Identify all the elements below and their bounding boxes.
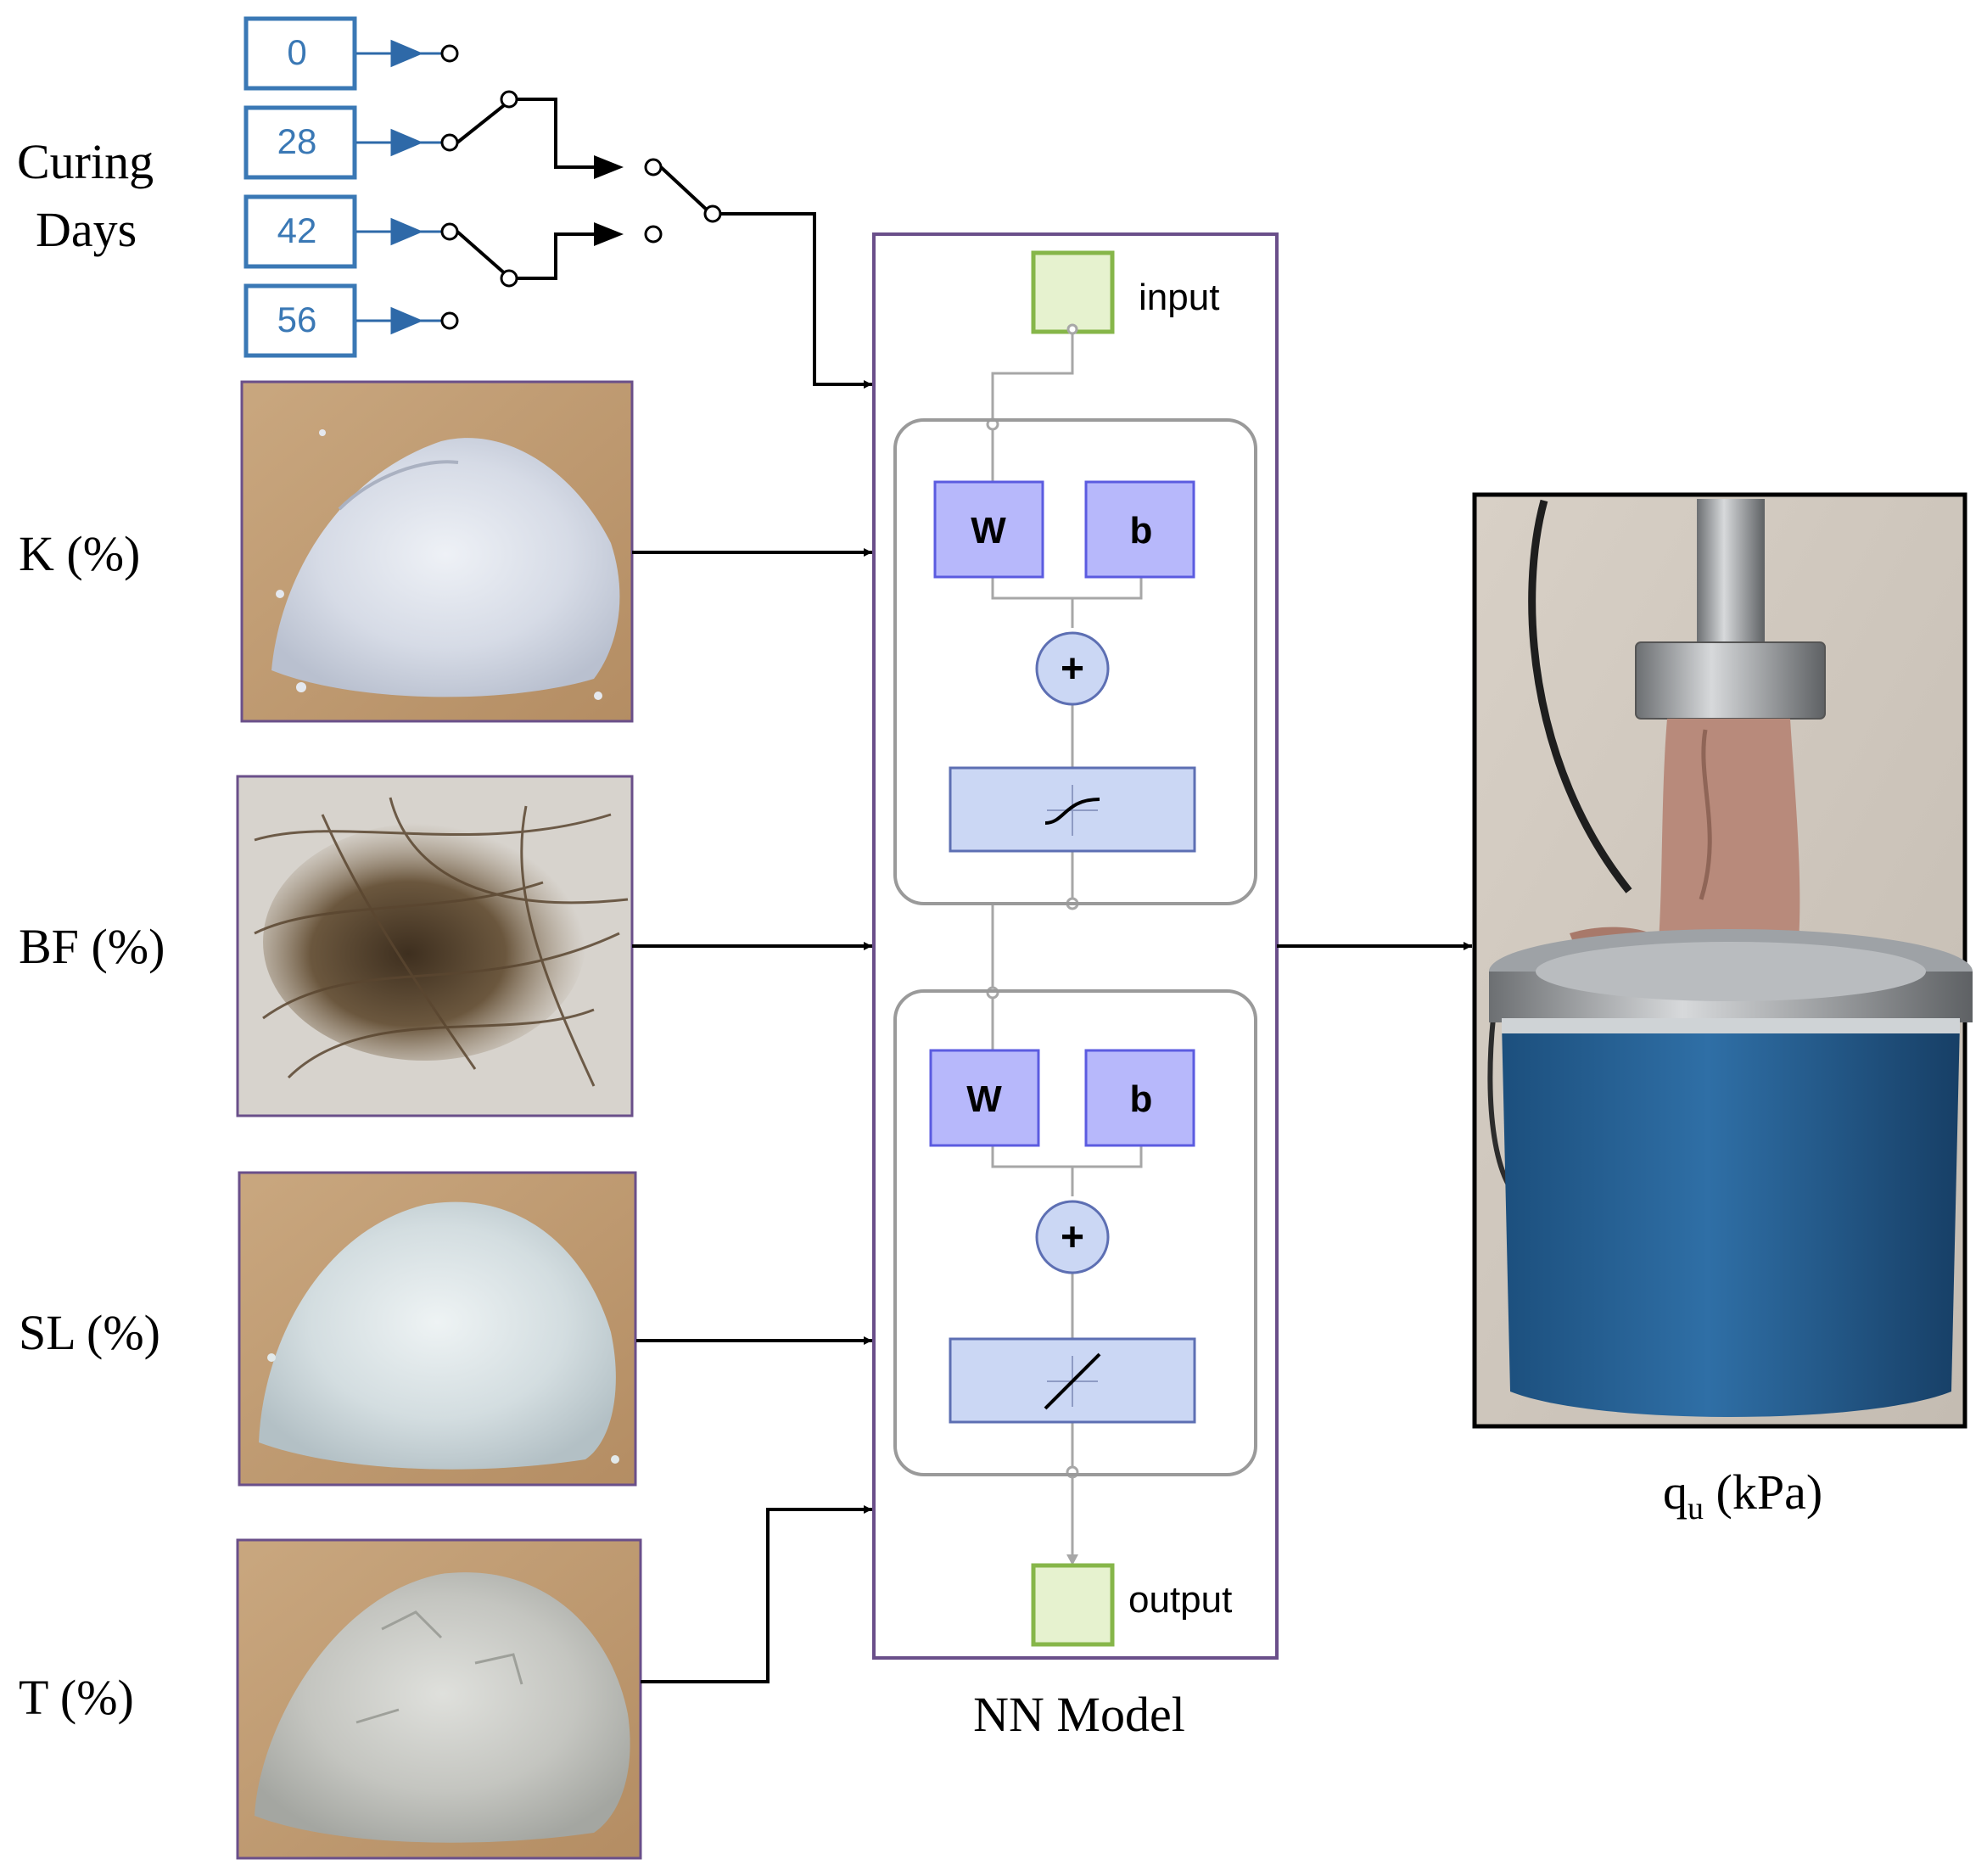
output-label-main: q	[1663, 1464, 1688, 1520]
svg-text:qu (kPa): qu (kPa)	[1663, 1464, 1822, 1526]
layer2-bias-label: b	[1130, 1078, 1153, 1120]
nn-layer-1: W b +	[893, 418, 1257, 905]
nn-output-block	[1031, 1563, 1115, 1647]
layer2-weight-label: W	[966, 1078, 1002, 1120]
constant-block-28: 28	[243, 105, 357, 180]
curing-days-label: Curing Days	[17, 134, 154, 257]
nn-model-caption: NN Model	[973, 1687, 1185, 1742]
label-bf: BF (%)	[19, 919, 165, 974]
output-label-unit: (kPa)	[1704, 1464, 1822, 1520]
output-label: qu (kPa)	[1663, 1464, 1822, 1526]
t-powder-image	[236, 1538, 642, 1860]
nn-frame	[872, 232, 1279, 1660]
nn-input-block	[1031, 250, 1115, 334]
bf-fiber-image	[236, 775, 634, 1117]
constant-value-28: 28	[277, 121, 317, 161]
layer1-sum-node	[1035, 631, 1110, 706]
constant-block-0: 0	[243, 16, 357, 91]
label-t: T (%)	[19, 1670, 134, 1725]
k-powder-image	[240, 380, 634, 723]
label-k: K (%)	[19, 526, 140, 581]
constant-block-42: 42	[243, 194, 357, 269]
input-arrows	[632, 548, 872, 1683]
constant-value-56: 56	[277, 300, 317, 339]
constant-block-56: 56	[243, 283, 357, 358]
ucs-test-image	[1472, 492, 1973, 1429]
input-labels: K (%) BF (%) SL (%) T (%)	[19, 526, 165, 1725]
layer1-weight-block	[933, 480, 1044, 579]
layer1-bias-block	[1084, 480, 1195, 579]
nn-input-label: input	[1139, 277, 1219, 318]
layer2-bias-block	[1084, 1049, 1195, 1147]
layer2-weight-block	[929, 1049, 1040, 1147]
layer1-sum-symbol: +	[1061, 647, 1084, 692]
nn-model: input W b	[872, 232, 1279, 1742]
constant-value-42: 42	[277, 210, 317, 250]
label-sl: SL (%)	[19, 1305, 160, 1360]
curing-label-line2: Days	[36, 202, 137, 257]
constant-blocks: 0 28 42 56	[243, 16, 357, 358]
nn-layer-2: W b +	[893, 989, 1257, 1476]
nn-output-label: output	[1128, 1579, 1232, 1621]
manual-switches	[456, 90, 840, 386]
layer2-sum-node	[1035, 1200, 1110, 1274]
layer1-bias-label: b	[1130, 510, 1153, 552]
output-label-sub: u	[1688, 1491, 1704, 1526]
sl-powder-image	[238, 1171, 637, 1487]
layer2-sum-symbol: +	[1061, 1215, 1084, 1260]
port-arrows	[356, 39, 441, 335]
curing-label-line1: Curing	[17, 134, 154, 189]
constant-value-0: 0	[287, 32, 306, 72]
port-circles	[440, 44, 459, 330]
layer1-weight-label: W	[971, 510, 1006, 552]
